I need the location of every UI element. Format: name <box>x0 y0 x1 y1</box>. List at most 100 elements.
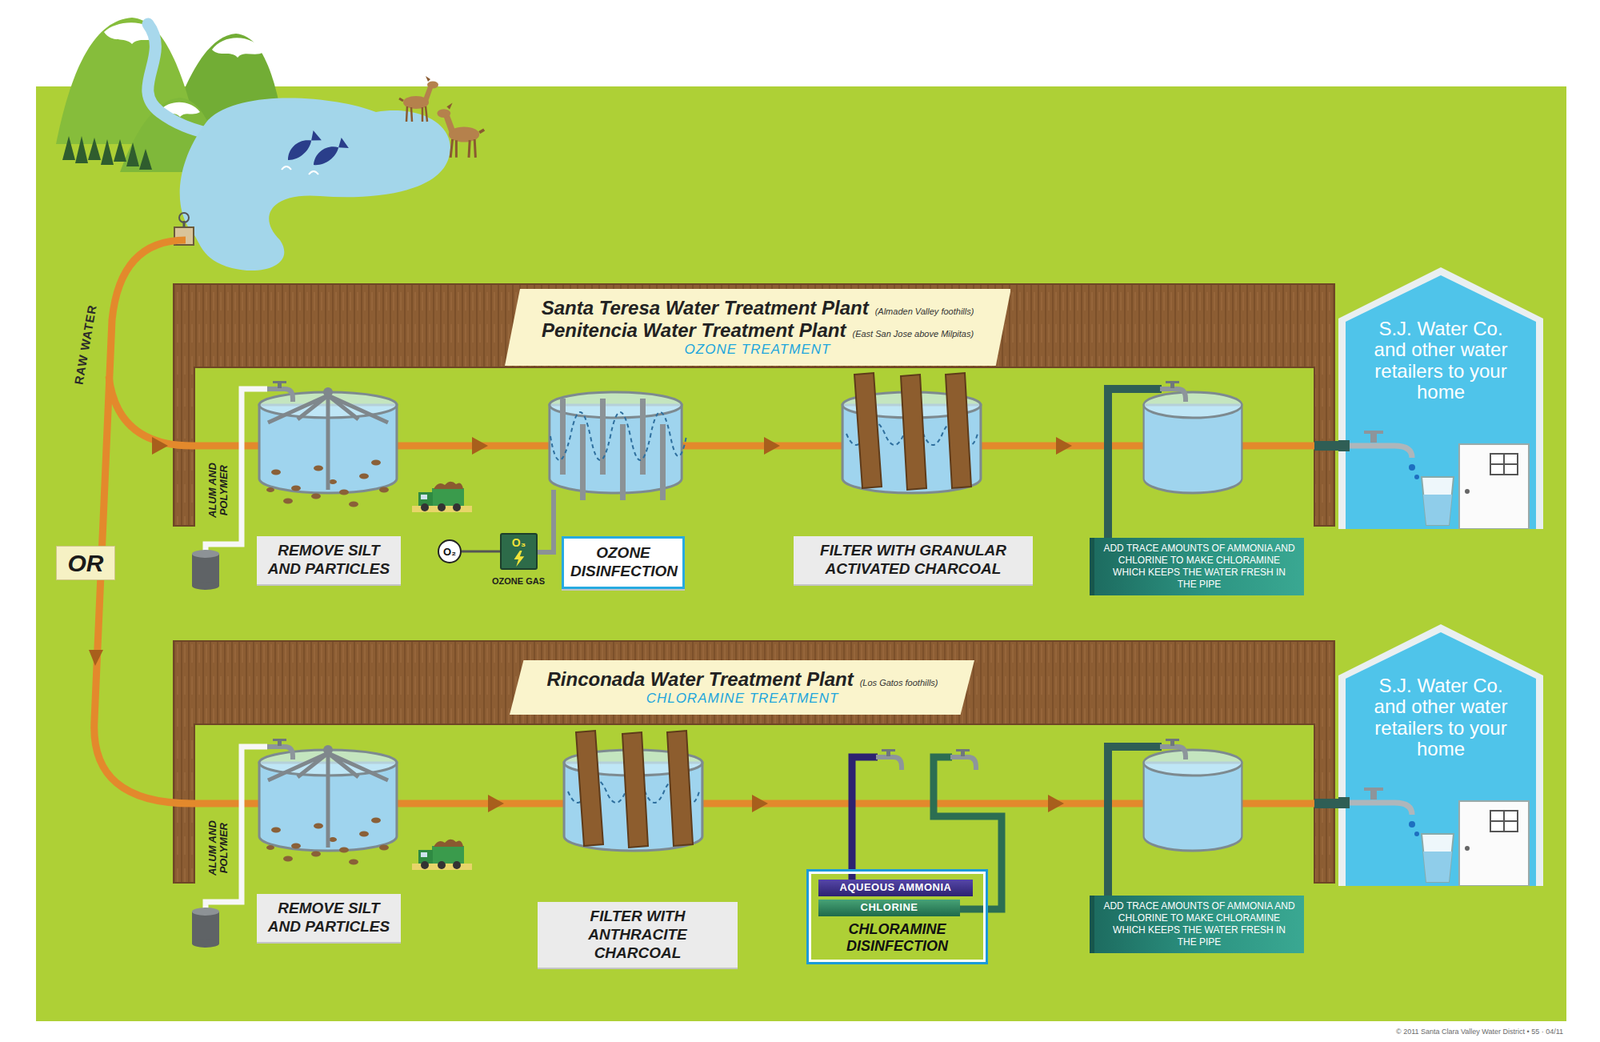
rect-shape <box>600 398 606 475</box>
lightning-icon <box>512 550 525 567</box>
polygon-shape <box>1345 632 1536 886</box>
path-shape <box>139 148 152 170</box>
text-row: Santa Teresa Water Treatment Plant (Almad… <box>541 296 975 320</box>
rect-shape <box>1370 432 1377 443</box>
circle-shape <box>1464 488 1470 494</box>
splash <box>281 166 319 175</box>
polygon-shape <box>1048 794 1064 812</box>
node-text: REMOVE SILT AND PARTICLES <box>263 541 395 579</box>
polygon-shape <box>764 436 780 455</box>
node-text: S.J. Water Co. and other water retailers… <box>1360 675 1521 760</box>
node-text: CHLORAMINE DISINFECTION <box>818 920 976 954</box>
rect-shape <box>660 424 666 500</box>
path-shape <box>100 139 114 165</box>
flow-line <box>550 412 687 460</box>
polygon-shape <box>1338 267 1544 529</box>
label-text: OZONE GAS <box>492 576 545 586</box>
label-text: © 2011 Santa Clara Valley Water District… <box>1396 1027 1564 1036</box>
text-row: Rinconada Water Treatment Plant (Los Gato… <box>546 668 938 691</box>
node-text: O₂ <box>443 545 456 558</box>
rect-shape <box>620 424 626 500</box>
circle-shape <box>1464 845 1470 851</box>
disinfection-box: CHLORAMINE DISINFECTION AQUEOUS AMMONIA CH… <box>806 868 988 964</box>
snow-cap <box>212 37 264 58</box>
ammonia-pipe <box>852 756 878 881</box>
card-fill <box>504 288 1012 366</box>
path-shape <box>113 139 127 162</box>
ozone-generator: O₃ <box>500 532 538 570</box>
rect-shape <box>1338 796 1350 808</box>
silt-tank-group <box>192 380 472 590</box>
node-text: O₃ <box>501 536 536 549</box>
oxygen-circle: O₂ <box>437 539 462 564</box>
clearwell-group <box>1108 738 1242 902</box>
polygon-shape <box>472 436 488 455</box>
title-text: Penitencia Water Treatment Plant <box>541 319 847 342</box>
node-text: ADD TRACE AMOUNTS OF AMMONIA AND CHLORIN… <box>1102 900 1296 948</box>
ground <box>36 86 1567 1021</box>
text-row: Penitencia Water Treatment Plant (East Sa… <box>541 319 975 342</box>
title-text: Santa Teresa Water Treatment Plant <box>541 296 869 320</box>
path-shape <box>1490 810 1518 832</box>
path-shape <box>126 142 140 167</box>
title-text: (Los Gatos foothills) <box>860 677 939 688</box>
lake <box>180 98 451 272</box>
rect-shape <box>1490 810 1518 832</box>
deer <box>399 76 439 122</box>
circle-shape <box>1408 464 1416 471</box>
chloramine-note: ADD TRACE AMOUNTS OF AMMONIA AND CHLORIN… <box>1089 537 1304 596</box>
process-label: FILTER WITH ANTHRACITE CHARCOAL <box>537 901 738 968</box>
chloramine-note: ADD TRACE AMOUNTS OF AMMONIA AND CHLORIN… <box>1089 895 1304 953</box>
node-text: OZONE DISINFECTION <box>570 544 676 581</box>
chemical-bar: CHLORINE <box>818 899 960 916</box>
ozone-pipe <box>537 489 554 552</box>
circle-shape <box>1414 831 1420 836</box>
title-text: (East San Jose above Milpitas) <box>852 328 974 339</box>
title-text: Rinconada Water Treatment Plant <box>546 668 853 691</box>
path-shape <box>62 136 76 160</box>
fish <box>309 136 349 170</box>
title-text: OZONE TREATMENT <box>684 341 832 358</box>
label-text: ALUM AND POLYMER <box>207 812 229 883</box>
trees <box>62 136 152 170</box>
node-text: FILTER WITH GRANULAR ACTIVATED CHARCOAL <box>800 541 1027 579</box>
node-text: FILTER WITH ANTHRACITE CHARCOAL <box>544 907 732 962</box>
polygon-shape <box>488 794 504 812</box>
process-label: REMOVE SILT AND PARTICLES <box>256 893 401 942</box>
water-pipe <box>94 240 1316 804</box>
rect-shape <box>580 424 586 500</box>
faucet <box>876 748 902 770</box>
label-holder: © 2011 Santa Clara Valley Water District… <box>1396 1027 1564 1036</box>
polygon-shape <box>152 436 168 455</box>
label-holder: OZONE GAS <box>492 576 545 586</box>
process-label: REMOVE SILT AND PARTICLES <box>256 536 401 584</box>
label-holder: ALUM AND POLYMER <box>207 812 229 883</box>
chemical-bar: AQUEOUS AMMONIA <box>818 879 973 896</box>
rect-shape <box>640 398 646 475</box>
card-fill <box>509 660 975 715</box>
rect-shape <box>1490 453 1518 475</box>
intake-valve <box>179 212 189 223</box>
deer <box>436 102 484 157</box>
node-text: ADD TRACE AMOUNTS OF AMMONIA AND CHLORIN… <box>1102 542 1296 591</box>
label-text: ALUM AND POLYMER <box>207 454 229 525</box>
process-label: FILTER WITH GRANULAR ACTIVATED CHARCOAL <box>793 536 1033 584</box>
path-shape <box>1490 453 1518 475</box>
plant-title-card: Rinconada Water Treatment Plant (Los Gato… <box>509 660 975 715</box>
path-shape <box>1349 445 1412 458</box>
node-text: REMOVE SILT AND PARTICLES <box>263 899 395 936</box>
label-holder: ALUM AND POLYMER <box>207 454 229 525</box>
node-text: OR <box>68 549 104 577</box>
plant-title-card: Santa Teresa Water Treatment Plant (Almad… <box>504 288 1012 366</box>
polygon-shape <box>1345 275 1536 529</box>
title-text: CHLORAMINE TREATMENT <box>646 690 840 707</box>
polygon-shape <box>1338 624 1544 886</box>
rect-shape <box>1364 430 1384 434</box>
text-row: CHLORAMINE TREATMENT <box>546 690 938 707</box>
or-box: OR <box>56 545 116 580</box>
polygon-shape <box>88 649 104 666</box>
rect-shape <box>1459 800 1529 886</box>
circle-shape <box>1408 820 1416 828</box>
title-text: (Almaden Valley foothills) <box>875 306 975 316</box>
